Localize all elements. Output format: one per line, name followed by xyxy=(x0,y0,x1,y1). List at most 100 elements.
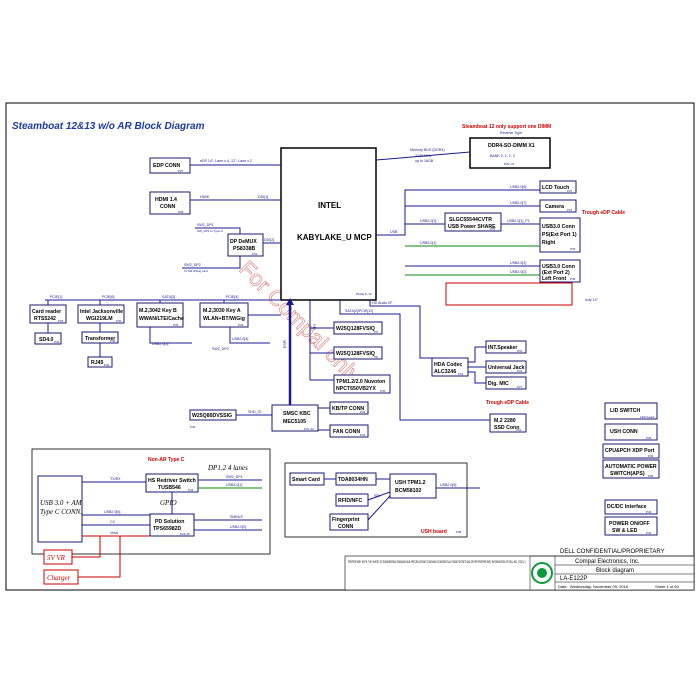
m2-wwan-block: M.2,3042 Key B WWAN/LTE/Cache P33 xyxy=(136,302,184,328)
camera-pg: P27 xyxy=(567,208,573,212)
m2-wlan-name: M.2,3030 Key A xyxy=(203,308,241,314)
sig-sw2dp1: SW2_DP1 xyxy=(197,223,214,227)
xdp-pg: P34 xyxy=(648,454,654,458)
tb-date: Wednesday, November 09, 2016 xyxy=(570,584,629,589)
tpm-nuvoton-block: TPM1.2/2.0 Nuvoton NPCT650VB2YX P35 xyxy=(333,374,391,394)
dcdc-name: DC/DC Interface xyxy=(607,504,647,510)
sig-pcie6: PCIE[6] xyxy=(102,295,114,299)
jacksonville-name: Intel Jacksonville xyxy=(80,309,123,315)
sig-usb30-1: USB3.0[1] xyxy=(420,241,436,245)
sd40-name: SD4.0 xyxy=(39,337,54,343)
smsc-name: SMSC KBC xyxy=(283,411,311,417)
tb-model: LA-E122P xyxy=(560,576,587,582)
dcdc-pg: P40 xyxy=(646,510,652,514)
dp-demux-name: DP DeMUX xyxy=(230,239,257,245)
mem-bus-2: 2133 MHz xyxy=(415,154,432,158)
sig-usb20-1-p1: USB2.0[1]_P1 xyxy=(507,219,530,223)
sig-shd-io: SHD_IO xyxy=(248,410,262,414)
smsc-name2: MEC5105 xyxy=(283,419,306,425)
tpm-name: TPM1.2/2.0 Nuvoton xyxy=(336,379,385,385)
pd-name: PD Solution xyxy=(155,519,184,525)
hda-name: HDA Codec xyxy=(434,362,462,368)
sw2dp2-bus xyxy=(182,256,241,269)
diagram-title: Steamboat 12&13 w/o AR Block Diagram xyxy=(12,121,205,132)
jack-name: Universal Jack xyxy=(488,365,524,371)
kb-tp-pg: P33 xyxy=(360,410,366,414)
sig-usb20-4: USB2.0[4] xyxy=(232,337,248,341)
w25-smsc-block: W25Q80DVSSIG P40 xyxy=(189,409,237,429)
pwr-name2: SW & LED xyxy=(612,528,638,534)
usb30-p2-name: USB3.0 Conn xyxy=(542,264,575,270)
w25q-b-block: W25Q128FVSIQ P8 xyxy=(333,346,383,360)
dp-demux-name2: PS8338B xyxy=(233,246,255,252)
sig-usb20-6b: USB2.0[6] xyxy=(440,483,456,487)
tb-confidential: DELL CONFIDENTIAL/PROPRIETARY xyxy=(560,549,665,555)
charger-link xyxy=(72,536,121,578)
usb30-p2-name2: (Ext Port 2) xyxy=(542,270,570,276)
jacksonville-name2: WGI219LM xyxy=(86,316,113,322)
card-reader-name2: RTS5242 xyxy=(34,316,56,322)
sig-sw2dp1-b: SW2_DP1 xyxy=(226,475,243,479)
sig-pcie1: PCIE[1] xyxy=(50,295,62,299)
sig-usb20-7: USB2.0[7] xyxy=(510,201,526,205)
smart-card-block: Smart Card xyxy=(289,472,325,486)
card-reader-name: Card reader xyxy=(32,309,61,315)
hdmi-pg: P28 xyxy=(178,210,184,214)
pd-solution-block: PD Solution TPS65982D P24-25 xyxy=(149,513,195,537)
sig-sw2dp2b: SW2_DP2 xyxy=(212,347,229,351)
rfid-block: RFID/NFC xyxy=(335,493,369,507)
power-onoff-block: POWER ON/OFF SW & LED P39 xyxy=(604,516,658,536)
m2-wwan-name: M.2,3042 Key B xyxy=(139,308,177,314)
ddr-block: DDR4-SO-DIMM X1 BANK 0, 1, 2, 3 P20~21 xyxy=(469,137,551,169)
usb-power-share-block: SLGC55544CVTR USB Power SHARE P37 xyxy=(444,212,502,232)
usb-ps-name2: USB Power SHARE xyxy=(448,224,496,230)
hda-bus xyxy=(369,300,432,359)
sig-pcie4: PCIE[4] xyxy=(226,295,238,299)
lid-switch-block: LID SWITCH LED board xyxy=(604,402,658,420)
dig-mic-block: Dig. MIC P27 xyxy=(485,376,527,390)
pd-name2: TPS65982D xyxy=(153,526,182,532)
tb-doc: Block diagram xyxy=(596,568,634,574)
usb-ps-pg: P37 xyxy=(490,227,496,231)
ush-tpm-block: USH TPM1.2 BCM58102 xyxy=(389,473,437,499)
sig-usb20-6: USB2.0[6] xyxy=(104,510,120,514)
lid-name: LID SWITCH xyxy=(610,408,641,414)
cpu-block: INTEL KABYLAKE_U MCP PAGE 6~16 xyxy=(280,147,377,301)
sig-usb20-0: USB2.0[0] xyxy=(230,525,246,529)
dp-demux-pg: P32 xyxy=(252,252,258,256)
cpu-name: KABYLAKE_U MCP xyxy=(297,233,372,242)
w25-b-name: W25Q128FVSIQ xyxy=(336,351,375,357)
smsc-pg: P37-33 xyxy=(304,427,314,431)
jacksonville-block: Intel Jacksonville WGI219LM P30 xyxy=(77,304,125,324)
rfid-link xyxy=(367,491,391,501)
smsc-block: SMSC KBC MEC5105 P37-33 xyxy=(271,404,319,432)
hdmi-block: HDMI 1.4 CONN P28 xyxy=(149,191,191,215)
ddr-pg: P20~21 xyxy=(504,162,515,166)
rj45-block: RJ45 P30 xyxy=(87,356,113,368)
sig-vbus: Vbus xyxy=(110,531,118,535)
typec-subframe xyxy=(31,448,271,555)
mem-bus-3: up to 16GB xyxy=(415,159,434,163)
w25q-a-block: W25Q128FVSIQ P8 xyxy=(333,321,383,335)
sig-usb30-1-b: USB3.0[1] xyxy=(226,483,242,487)
ush-conn-pg: P36 xyxy=(646,436,652,440)
trough-edp-2: Trough eDP Cable xyxy=(486,400,529,406)
ddr-sub: BANK 0, 1, 2, 3 xyxy=(490,154,515,158)
rj45-name: RJ45 xyxy=(91,360,104,366)
rj45-pg: P30 xyxy=(104,363,110,367)
sig-sata3: SATA[3] xyxy=(162,295,175,299)
aps-name2: SWITCH(APS) xyxy=(610,471,645,477)
tda-name: TDA8034HN xyxy=(338,477,368,483)
w25-a-name: W25Q128FVSIQ xyxy=(336,326,375,332)
wlan-usb2 xyxy=(229,327,270,344)
only14-note: only 14" xyxy=(585,298,599,302)
jacksonville-pg: P30 xyxy=(116,319,122,323)
lcd-touch-pg: P27 xyxy=(567,189,573,193)
sig-espi: ESPI xyxy=(283,340,287,348)
dp-sw-note: SW_DP2 to Type-C xyxy=(197,229,224,233)
ssd-name2: SSD Conn xyxy=(494,425,519,431)
w25-a-pg: P8 xyxy=(374,330,378,334)
sig-ddi1: DDI[1] xyxy=(258,195,268,199)
mic-name: Dig. MIC xyxy=(488,381,509,387)
hsr-pg: P44 xyxy=(188,488,194,492)
